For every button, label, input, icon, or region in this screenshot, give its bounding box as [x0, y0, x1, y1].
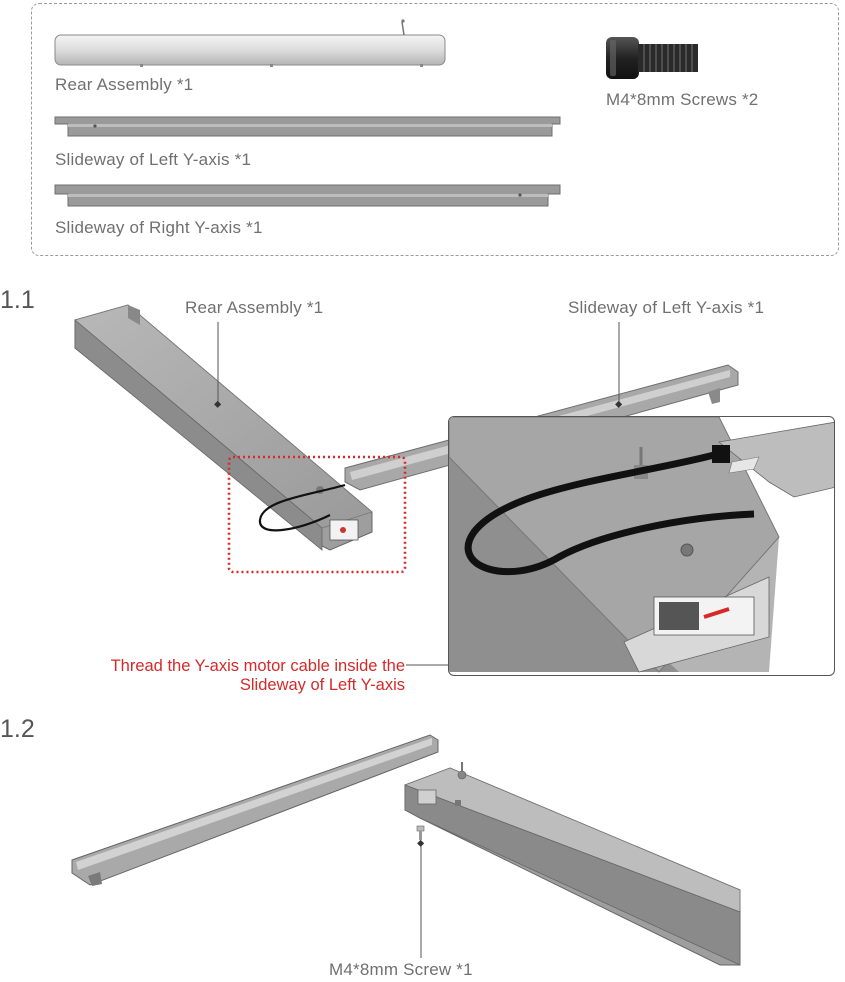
detail-zoom-illustration: [449, 417, 834, 673]
rear-assembly-leader-marker: [214, 400, 222, 408]
step1-2-screw-label: M4*8mm Screw *1: [329, 960, 473, 979]
instruction-line-1: Thread the Y-axis motor cable inside the: [110, 657, 405, 675]
left-slideway-part-image: [54, 116, 561, 137]
step-number-1-2: 1.2: [0, 715, 35, 743]
step1-2-screw-illustration: [416, 825, 425, 840]
screw-leader-marker: [417, 839, 425, 847]
parts-list-box: [31, 3, 839, 256]
right-slideway-part-label: Slideway of Right Y-axis *1: [55, 218, 263, 237]
step1-2-rear-assembly-illustration: [403, 762, 741, 966]
right-slideway-part-image: [54, 184, 561, 207]
screws-part-label: M4*8mm Screws *2: [606, 90, 759, 109]
step1-1-instruction: Thread the Y-axis motor cable inside the…: [111, 657, 405, 695]
detail-zoom-inset: [448, 416, 835, 676]
slideway-leader-marker: [615, 400, 623, 408]
focus-highlight-box: [227, 455, 407, 574]
step1-1-rear-assembly-illustration: [74, 304, 373, 551]
step-number-1-1: 1.1: [0, 286, 35, 314]
instruction-line-2: Slideway of Left Y-axis: [239, 676, 405, 694]
rear-assembly-part-label: Rear Assembly *1: [55, 75, 194, 94]
left-slideway-part-label: Slideway of Left Y-axis *1: [55, 150, 252, 169]
step1-2-slideway-illustration: [71, 734, 439, 886]
screw-part-image: [606, 37, 698, 79]
step1-1-slideway-label: Slideway of Left Y-axis *1: [568, 298, 765, 317]
rear-assembly-part-image: [54, 19, 446, 67]
step1-1-rear-assembly-label: Rear Assembly *1: [185, 298, 324, 317]
